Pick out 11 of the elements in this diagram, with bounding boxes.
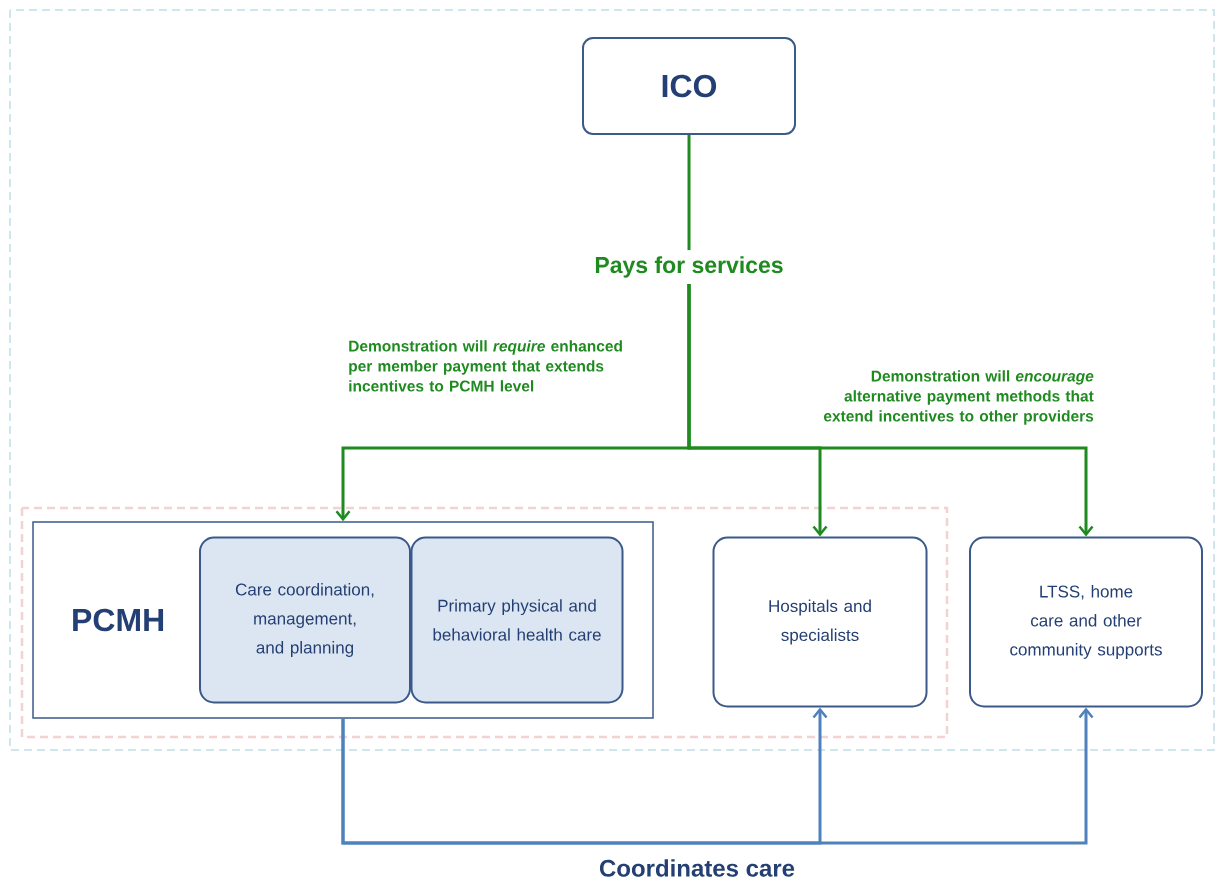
process-box: Primary physical and behavioral health care [410,536,624,704]
process-box: Care coordination, management, and planning [199,536,411,704]
flow-label: Pays for services [595,256,783,278]
process-box: Hospitals and specialists [712,536,928,708]
edge-label: Demonstration will encourage alternative payment methods that extend incentives to other providers [823,370,1094,425]
edge-label: Coordinates care [599,859,795,877]
process-box: ICO [582,37,796,135]
arrow [687,283,1094,537]
arrow [341,707,1094,845]
edge-label: Demonstration will require enhanced per member payment that extends incentives to PCMH level [349,340,622,392]
process-box: LTSS, home care and other community supports [969,536,1203,708]
